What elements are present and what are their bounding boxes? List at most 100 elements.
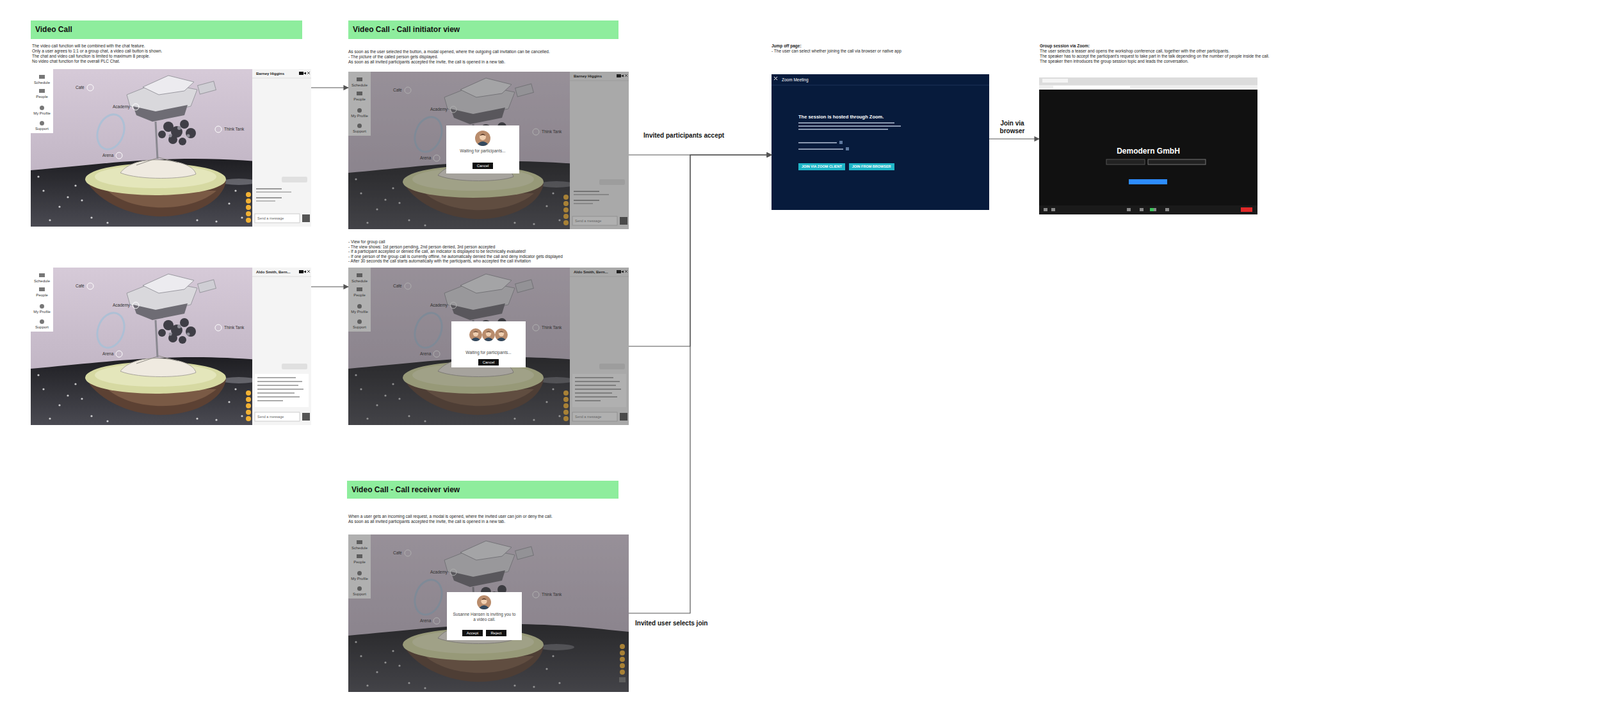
zbtn-node: JOIN FROM BROWSER <box>848 163 895 171</box>
connector <box>311 87 349 88</box>
sidebar-label: Support <box>348 592 371 597</box>
illustration-shape <box>245 69 312 227</box>
sidebar-label: Schedule <box>348 83 371 88</box>
illustration-shape <box>798 142 837 144</box>
illustration-shape <box>494 328 508 342</box>
sidebar-label: Schedule <box>348 546 371 551</box>
sidebar-label: Support <box>348 129 371 134</box>
modal-node: Susanne Hansen is inviting you to a vide… <box>446 592 522 641</box>
map-label: Academy <box>430 106 448 112</box>
illustration-shape <box>1053 85 1131 89</box>
illustration-shape <box>1139 208 1144 212</box>
illustration-shape <box>446 592 522 641</box>
illustration-shape <box>348 71 629 230</box>
button-text: Cancel <box>482 360 495 365</box>
note-heading: Jump off page: <box>771 43 802 49</box>
note-text: - If one person of the group call is cur… <box>348 254 563 260</box>
band-title: Video Call <box>35 20 73 40</box>
window-title: Zoom Meeting <box>781 77 809 83</box>
note-text: - View for group call <box>348 239 385 245</box>
sidebar-label: People <box>30 94 54 100</box>
button-text: Accept <box>466 631 479 636</box>
illustration-shape <box>476 595 492 610</box>
map-label: Arena <box>420 351 431 356</box>
modal-node: Waiting for participants... Cancel <box>451 321 526 368</box>
illustration-shape <box>1039 77 1258 215</box>
map-label: Café <box>75 85 85 90</box>
chat-header: Barney Higgins <box>573 74 602 79</box>
sidebar-label: Schedule <box>348 279 371 284</box>
illustration-shape <box>348 71 629 230</box>
zoomA-node: Zoom MeetingThe session is hosted throug… <box>771 74 990 211</box>
screen-node: SchedulePeopleMy ProfileSupportCaféAcade… <box>348 71 629 230</box>
band-title: Video Call - Call initiator view <box>352 20 460 40</box>
illustration-shape <box>245 267 312 426</box>
zoomB-node: Demodern GmbH <box>1039 77 1258 215</box>
btn-node: Cancel <box>478 359 500 366</box>
illustration-shape <box>469 328 483 342</box>
button-text: JOIN VIA ZOOM CLIENT <box>801 164 842 169</box>
note-text: Only a user agrees to 1:1 or a group cha… <box>32 48 162 54</box>
note-text: - The picture of the called person gets … <box>348 54 438 60</box>
screen-node: SchedulePeopleMy ProfileSupportCaféAcade… <box>30 69 312 227</box>
map-label: Academy <box>430 302 448 308</box>
note-text: As soon as all invited participants acce… <box>348 59 506 65</box>
sidebar-label: Schedule <box>30 279 54 284</box>
map-label: Arena <box>420 155 431 161</box>
screen-node: SchedulePeopleMy ProfileSupportCaféAcade… <box>30 267 312 426</box>
input-placeholder: Send a message <box>257 216 284 221</box>
modal-text: Waiting for participants... <box>451 350 526 356</box>
btn-node: Accept <box>462 630 483 637</box>
map-label: Think Tank <box>541 325 562 330</box>
screen-node: SchedulePeopleMy ProfileSupportCaféAcade… <box>348 267 629 426</box>
note-heading: Group session via Zoom: <box>1039 43 1090 49</box>
map-label: Café <box>393 283 403 289</box>
sidebar-label: My Profile <box>348 113 371 119</box>
map-label: Think Tank <box>541 592 562 597</box>
sidebar-label: Schedule <box>30 80 54 86</box>
illustration-shape <box>451 321 526 368</box>
illustration-shape <box>1128 179 1168 185</box>
illustration-shape <box>482 328 495 342</box>
screen-node: SchedulePeopleMy ProfileSupportCaféAcade… <box>348 534 629 693</box>
note-text: - If a participant accepted or denied th… <box>348 249 527 255</box>
illustration-shape <box>798 128 889 130</box>
band-node: Video Call <box>30 20 303 40</box>
button-text: Reject <box>490 631 502 636</box>
illustration-shape <box>845 147 849 151</box>
connector <box>628 154 772 347</box>
illustration-shape <box>1042 78 1068 83</box>
page-heading: The session is hosted through Zoom. <box>798 113 884 120</box>
note-text: The user selects a teaser and opens the … <box>1039 48 1230 54</box>
illustration-shape <box>798 125 901 127</box>
button-text: JOIN FROM BROWSER <box>852 164 892 169</box>
map-label: Think Tank <box>224 126 244 132</box>
sidebar-label: Support <box>30 325 54 330</box>
illustration-shape <box>348 534 629 693</box>
modal-node: Waiting for participants...Cancel <box>446 125 520 174</box>
sidebar-label: My Profile <box>348 309 371 315</box>
illustration-shape <box>774 76 778 81</box>
sidebar-label: My Profile <box>30 309 54 315</box>
note-text: No video chat function for the overall P… <box>32 58 120 65</box>
note-text: The speaker has to accept the participan… <box>1039 53 1270 59</box>
illustration-shape <box>1039 205 1258 215</box>
illustration-shape <box>1149 208 1154 212</box>
btn-node: Cancel <box>472 162 494 170</box>
illustration-shape <box>798 122 895 124</box>
modal-text: Susanne Hansen is inviting you to a vide… <box>446 612 522 623</box>
map-label: Café <box>75 283 85 289</box>
sidebar-label: Support <box>348 325 371 330</box>
map-label: Arena <box>420 618 431 623</box>
illustration-shape <box>256 176 308 202</box>
sidebar-label: My Profile <box>348 576 371 582</box>
note-text: - After 30 seconds the call starts autom… <box>348 258 531 264</box>
map-label: Academy <box>112 302 130 308</box>
illustration-shape <box>446 125 520 174</box>
illustration-shape <box>1051 208 1056 212</box>
illustration-shape <box>1165 208 1170 212</box>
meeting-title: Demodern GmbH <box>1039 146 1258 156</box>
sidebar-label: People <box>348 97 371 102</box>
